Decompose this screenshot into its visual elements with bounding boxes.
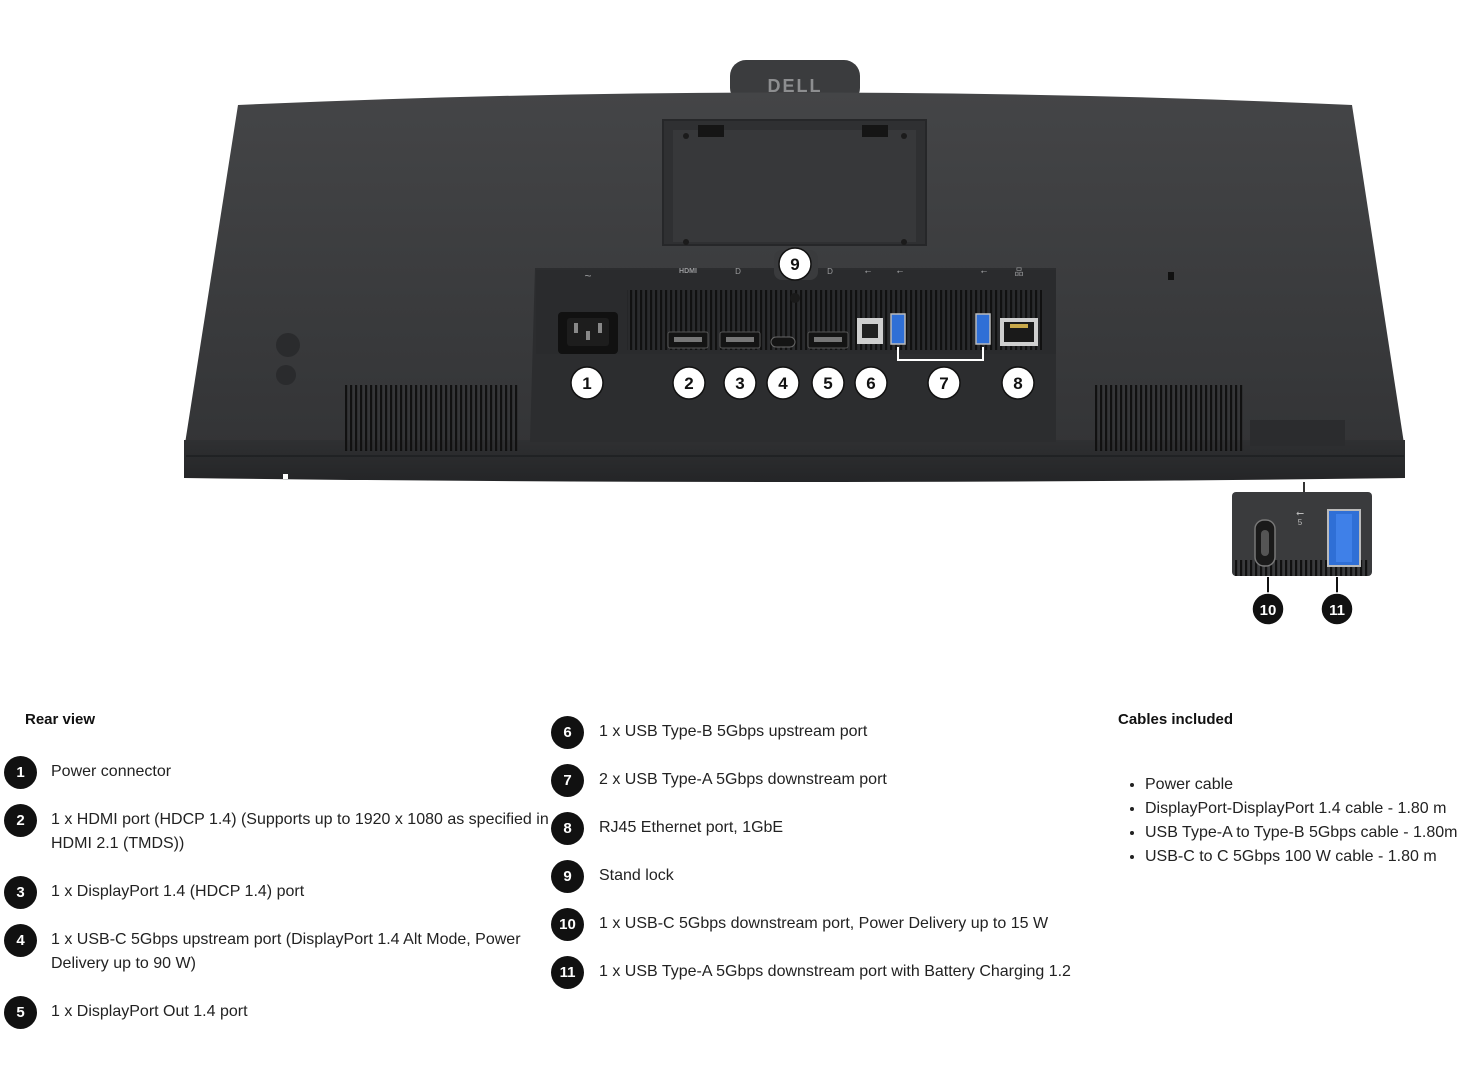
callout-number: 2	[684, 374, 693, 393]
list-item: 4 1 x USB-C 5Gbps upstream port (Display…	[4, 924, 551, 976]
item-description: 2 x USB Type-A 5Gbps downstream port	[599, 771, 887, 788]
usb-symbol: ⭠	[865, 267, 872, 276]
callout-number: 4	[778, 374, 788, 393]
callout-number: 1	[582, 374, 591, 393]
callout-number: 11	[1329, 602, 1345, 619]
callout-7: 7	[927, 366, 961, 400]
power-led	[283, 474, 288, 479]
item-number: 8	[551, 812, 584, 845]
callout-11: 11	[1320, 592, 1354, 626]
item-description: 1 x HDMI port (HDCP 1.4) (Supports up to…	[51, 811, 549, 852]
cables-included-heading: Cables included	[1118, 711, 1234, 728]
left-vent	[345, 385, 520, 451]
callout-4: 4	[766, 366, 800, 400]
callout-1: 1	[570, 366, 604, 400]
dell-logo: DELL	[768, 76, 823, 96]
item-number: 3	[4, 876, 37, 909]
callout-number: 9	[790, 255, 799, 274]
side-usb-speed-label: 5	[1298, 518, 1303, 527]
item-number: 5	[4, 996, 37, 1029]
kensington-slot	[1168, 272, 1174, 280]
list-item: 11 1 x USB Type-A 5Gbps downstream port …	[551, 956, 1119, 989]
ethernet-symbol: 品	[1014, 267, 1023, 277]
item-number: 9	[551, 860, 584, 893]
item-number: 11	[551, 956, 584, 989]
cable-item: DisplayPort-DisplayPort 1.4 cable - 1.80…	[1145, 797, 1475, 821]
rear-view-heading: Rear view	[25, 711, 96, 728]
item-description: Stand lock	[599, 867, 674, 884]
item-number: 1	[4, 756, 37, 789]
list-item: 1 Power connector	[4, 756, 551, 789]
callout-number: 8	[1013, 374, 1022, 393]
callout-number: 7	[939, 374, 948, 393]
callout-2: 2	[672, 366, 706, 400]
list-item: 2 1 x HDMI port (HDCP 1.4) (Supports up …	[4, 804, 551, 856]
cable-item: Power cable	[1145, 773, 1475, 797]
list-item: 3 1 x DisplayPort 1.4 (HDCP 1.4) port	[4, 876, 551, 909]
usb-a-port-right	[975, 313, 991, 345]
item-description: 1 x DisplayPort Out 1.4 port	[51, 1003, 248, 1020]
side-usb-module: ⭠ 5	[1232, 420, 1372, 596]
callout-9: 9	[778, 247, 812, 281]
monitor-rear-view-illustration: DELL ~ HDMI D D ⭠ ⭠ ⭠ 品	[184, 60, 1405, 626]
usb-symbol-3: ⭠	[981, 267, 988, 276]
item-number: 10	[551, 908, 584, 941]
item-description: 1 x USB-C 5Gbps upstream port (DisplayPo…	[51, 931, 521, 972]
callout-number: 6	[866, 374, 875, 393]
item-number: 4	[4, 924, 37, 957]
dp-out-symbol: D	[827, 267, 833, 276]
callout-6: 6	[854, 366, 888, 400]
hdmi-symbol: HDMI	[679, 268, 697, 275]
list-item: 9 Stand lock	[551, 860, 1119, 893]
joystick-button	[276, 333, 300, 357]
item-description: Power connector	[51, 763, 172, 780]
vesa-mount	[662, 119, 927, 246]
item-number: 6	[551, 716, 584, 749]
power-symbol: ~	[584, 269, 591, 283]
callout-5: 5	[811, 366, 845, 400]
right-vent	[1095, 385, 1245, 451]
item-description: 1 x USB Type-A 5Gbps downstream port wit…	[599, 963, 1071, 980]
item-number: 2	[4, 804, 37, 837]
callout-number: 10	[1260, 602, 1277, 619]
side-usb-symbol: ⭠	[1296, 508, 1304, 519]
cable-item: USB-C to C 5Gbps 100 W cable - 1.80 m	[1145, 845, 1475, 869]
cables-included-list: Power cable DisplayPort-DisplayPort 1.4 …	[1127, 773, 1475, 869]
usb-c-upstream-port	[770, 336, 796, 348]
list-item: 6 1 x USB Type-B 5Gbps upstream port	[551, 716, 1119, 749]
item-description: 1 x DisplayPort 1.4 (HDCP 1.4) port	[51, 883, 305, 900]
item-description: 1 x USB-C 5Gbps downstream port, Power D…	[599, 915, 1049, 932]
usb-a-port-left	[890, 313, 906, 345]
item-number: 7	[551, 764, 584, 797]
callout-number: 5	[823, 374, 832, 393]
item-description: 1 x USB Type-B 5Gbps upstream port	[599, 723, 868, 740]
port-panel: ~ HDMI D D ⭠ ⭠ ⭠ 品	[530, 250, 1056, 442]
list-item: 5 1 x DisplayPort Out 1.4 port	[4, 996, 551, 1029]
item-description: RJ45 Ethernet port, 1GbE	[599, 819, 784, 836]
list-item: 8 RJ45 Ethernet port, 1GbE	[551, 812, 1119, 845]
callout-3: 3	[723, 366, 757, 400]
list-item: 10 1 x USB-C 5Gbps downstream port, Powe…	[551, 908, 1119, 941]
callout-badges: 1 2 3 4 5 6 7 8 9 10 11	[570, 247, 1354, 626]
usb-symbol-2: ⭠	[897, 267, 904, 276]
dp-symbol: D	[735, 267, 741, 276]
power-button	[276, 365, 296, 385]
callout-8: 8	[1001, 366, 1035, 400]
list-item: 7 2 x USB Type-A 5Gbps downstream port	[551, 764, 1119, 797]
callout-10: 10	[1251, 592, 1285, 626]
cable-item: USB Type-A to Type-B 5Gbps cable - 1.80m	[1145, 821, 1475, 845]
callout-number: 3	[735, 374, 744, 393]
